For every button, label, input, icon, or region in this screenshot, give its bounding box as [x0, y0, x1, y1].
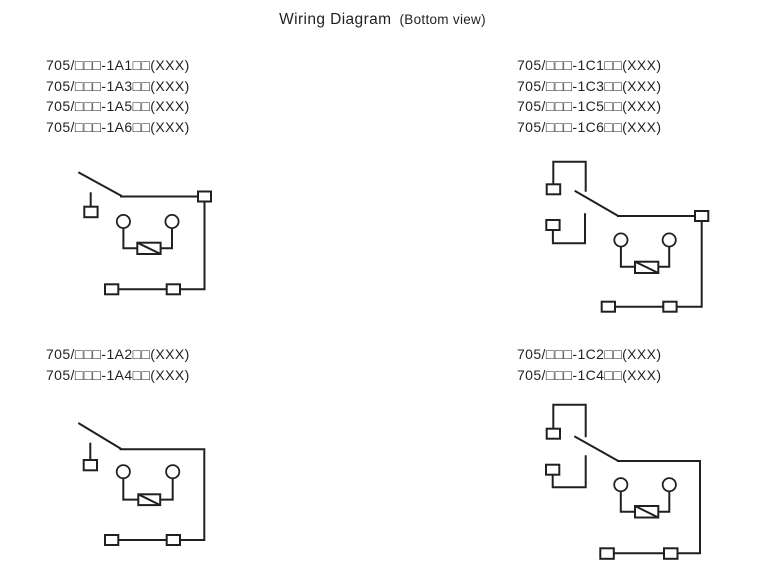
- wiring-schematic-1a-odd: [77, 171, 212, 296]
- coil-lead-left: [619, 246, 635, 268]
- wiring-schematic-1c-even: [545, 403, 701, 560]
- title-subtitle: (Bottom view): [399, 12, 486, 27]
- part-number: 705/□□□-1C4□□(XXX): [517, 366, 662, 383]
- switch-blade: [77, 422, 122, 450]
- terminal-square-bottom-left: [600, 300, 617, 313]
- page-title: Wiring Diagram (Bottom view): [0, 11, 765, 29]
- terminal-square-nc: [545, 183, 562, 196]
- part-number: 705/□□□-1A2□□(XXX): [46, 346, 190, 362]
- coil-terminal-circle-left: [613, 477, 629, 493]
- part-number: 705/□□□-1A3□□(XXX): [46, 77, 190, 94]
- part-number: 705/□□□-1C6□□(XXX): [517, 119, 662, 136]
- terminal-square-nc: [545, 427, 562, 440]
- switch-blade: [574, 189, 619, 217]
- part-number: 705/□□□-1C1□□(XXX): [517, 57, 662, 73]
- coil-lead-left: [122, 228, 138, 250]
- terminal-square-bottom-mid: [663, 547, 679, 560]
- coil-lead-left: [122, 478, 139, 501]
- terminal-square-no: [545, 463, 561, 476]
- no-contact-wire: [551, 213, 586, 245]
- terminal-square-bottom-left: [599, 547, 615, 560]
- common-side-bottom-wire: [118, 448, 206, 541]
- coil-slash: [634, 260, 659, 274]
- terminal-square-top-right: [197, 190, 212, 203]
- part-number: 705/□□□-1A4□□(XXX): [46, 366, 190, 383]
- coil-slash: [634, 505, 659, 519]
- terminal-square-no: [545, 219, 561, 231]
- side-and-bottom-wire: [118, 201, 206, 291]
- part-number-list-1c-even: 705/□□□-1C2□□(XXX) 705/□□□-1C4□□(XXX): [517, 344, 661, 385]
- part-number: 705/□□□-1C2□□(XXX): [517, 346, 662, 362]
- wiring-schematic-1c-odd: [545, 160, 710, 313]
- coil-slash: [137, 493, 161, 506]
- side-and-bottom-wire: [615, 220, 703, 308]
- coil-lead-right: [160, 478, 174, 501]
- coil-terminal-circle-left: [115, 464, 131, 480]
- coil-lead-left: [619, 491, 635, 513]
- terminal-square-bottom-mid: [165, 534, 181, 546]
- terminal-square-no: [82, 459, 98, 472]
- no-contact-wire: [551, 455, 587, 489]
- coil-lead-right: [658, 491, 671, 513]
- part-number-list-1c-odd: 705/□□□-1C1□□(XXX) 705/□□□-1C3□□(XXX) 70…: [517, 55, 661, 138]
- coil-slash: [136, 241, 162, 255]
- terminal-square-top-right: [694, 210, 710, 222]
- coil-terminal-circle-right: [661, 477, 677, 493]
- switch-blade: [573, 435, 619, 462]
- terminal-square-bottom-left: [104, 283, 120, 296]
- coil-lead-right: [160, 228, 173, 250]
- coil-terminal-circle-right: [164, 213, 180, 229]
- terminal-square-bottom-mid: [165, 283, 181, 296]
- wiring-schematic-1a-even: [77, 422, 206, 546]
- coil-terminal-circle-left: [613, 232, 629, 248]
- coil-terminal-circle-left: [115, 213, 131, 229]
- coil-terminal-circle-right: [661, 232, 677, 248]
- terminal-square-no: [83, 205, 99, 219]
- part-number: 705/□□□-1C3□□(XXX): [517, 77, 662, 94]
- part-number-list-1a-odd: 705/□□□-1A1□□(XXX) 705/□□□-1A3□□(XXX) 70…: [46, 55, 190, 138]
- part-number: 705/□□□-1A1□□(XXX): [46, 57, 190, 73]
- part-number: 705/□□□-1C5□□(XXX): [517, 98, 662, 115]
- coil-terminal-circle-right: [165, 464, 181, 480]
- common-side-bottom-wire: [614, 460, 701, 555]
- switch-blade: [77, 171, 123, 197]
- part-number-list-1a-even: 705/□□□-1A2□□(XXX) 705/□□□-1A4□□(XXX): [46, 344, 190, 385]
- part-number: 705/□□□-1A6□□(XXX): [46, 119, 190, 136]
- nc-contact-wire: [552, 403, 587, 438]
- title-text: Wiring Diagram: [279, 11, 392, 28]
- terminal-square-bottom-left: [104, 534, 120, 546]
- nc-contact-wire: [552, 160, 587, 192]
- coil-lead-right: [658, 246, 671, 268]
- terminal-square-bottom-mid: [662, 300, 678, 313]
- part-number: 705/□□□-1A5□□(XXX): [46, 98, 190, 115]
